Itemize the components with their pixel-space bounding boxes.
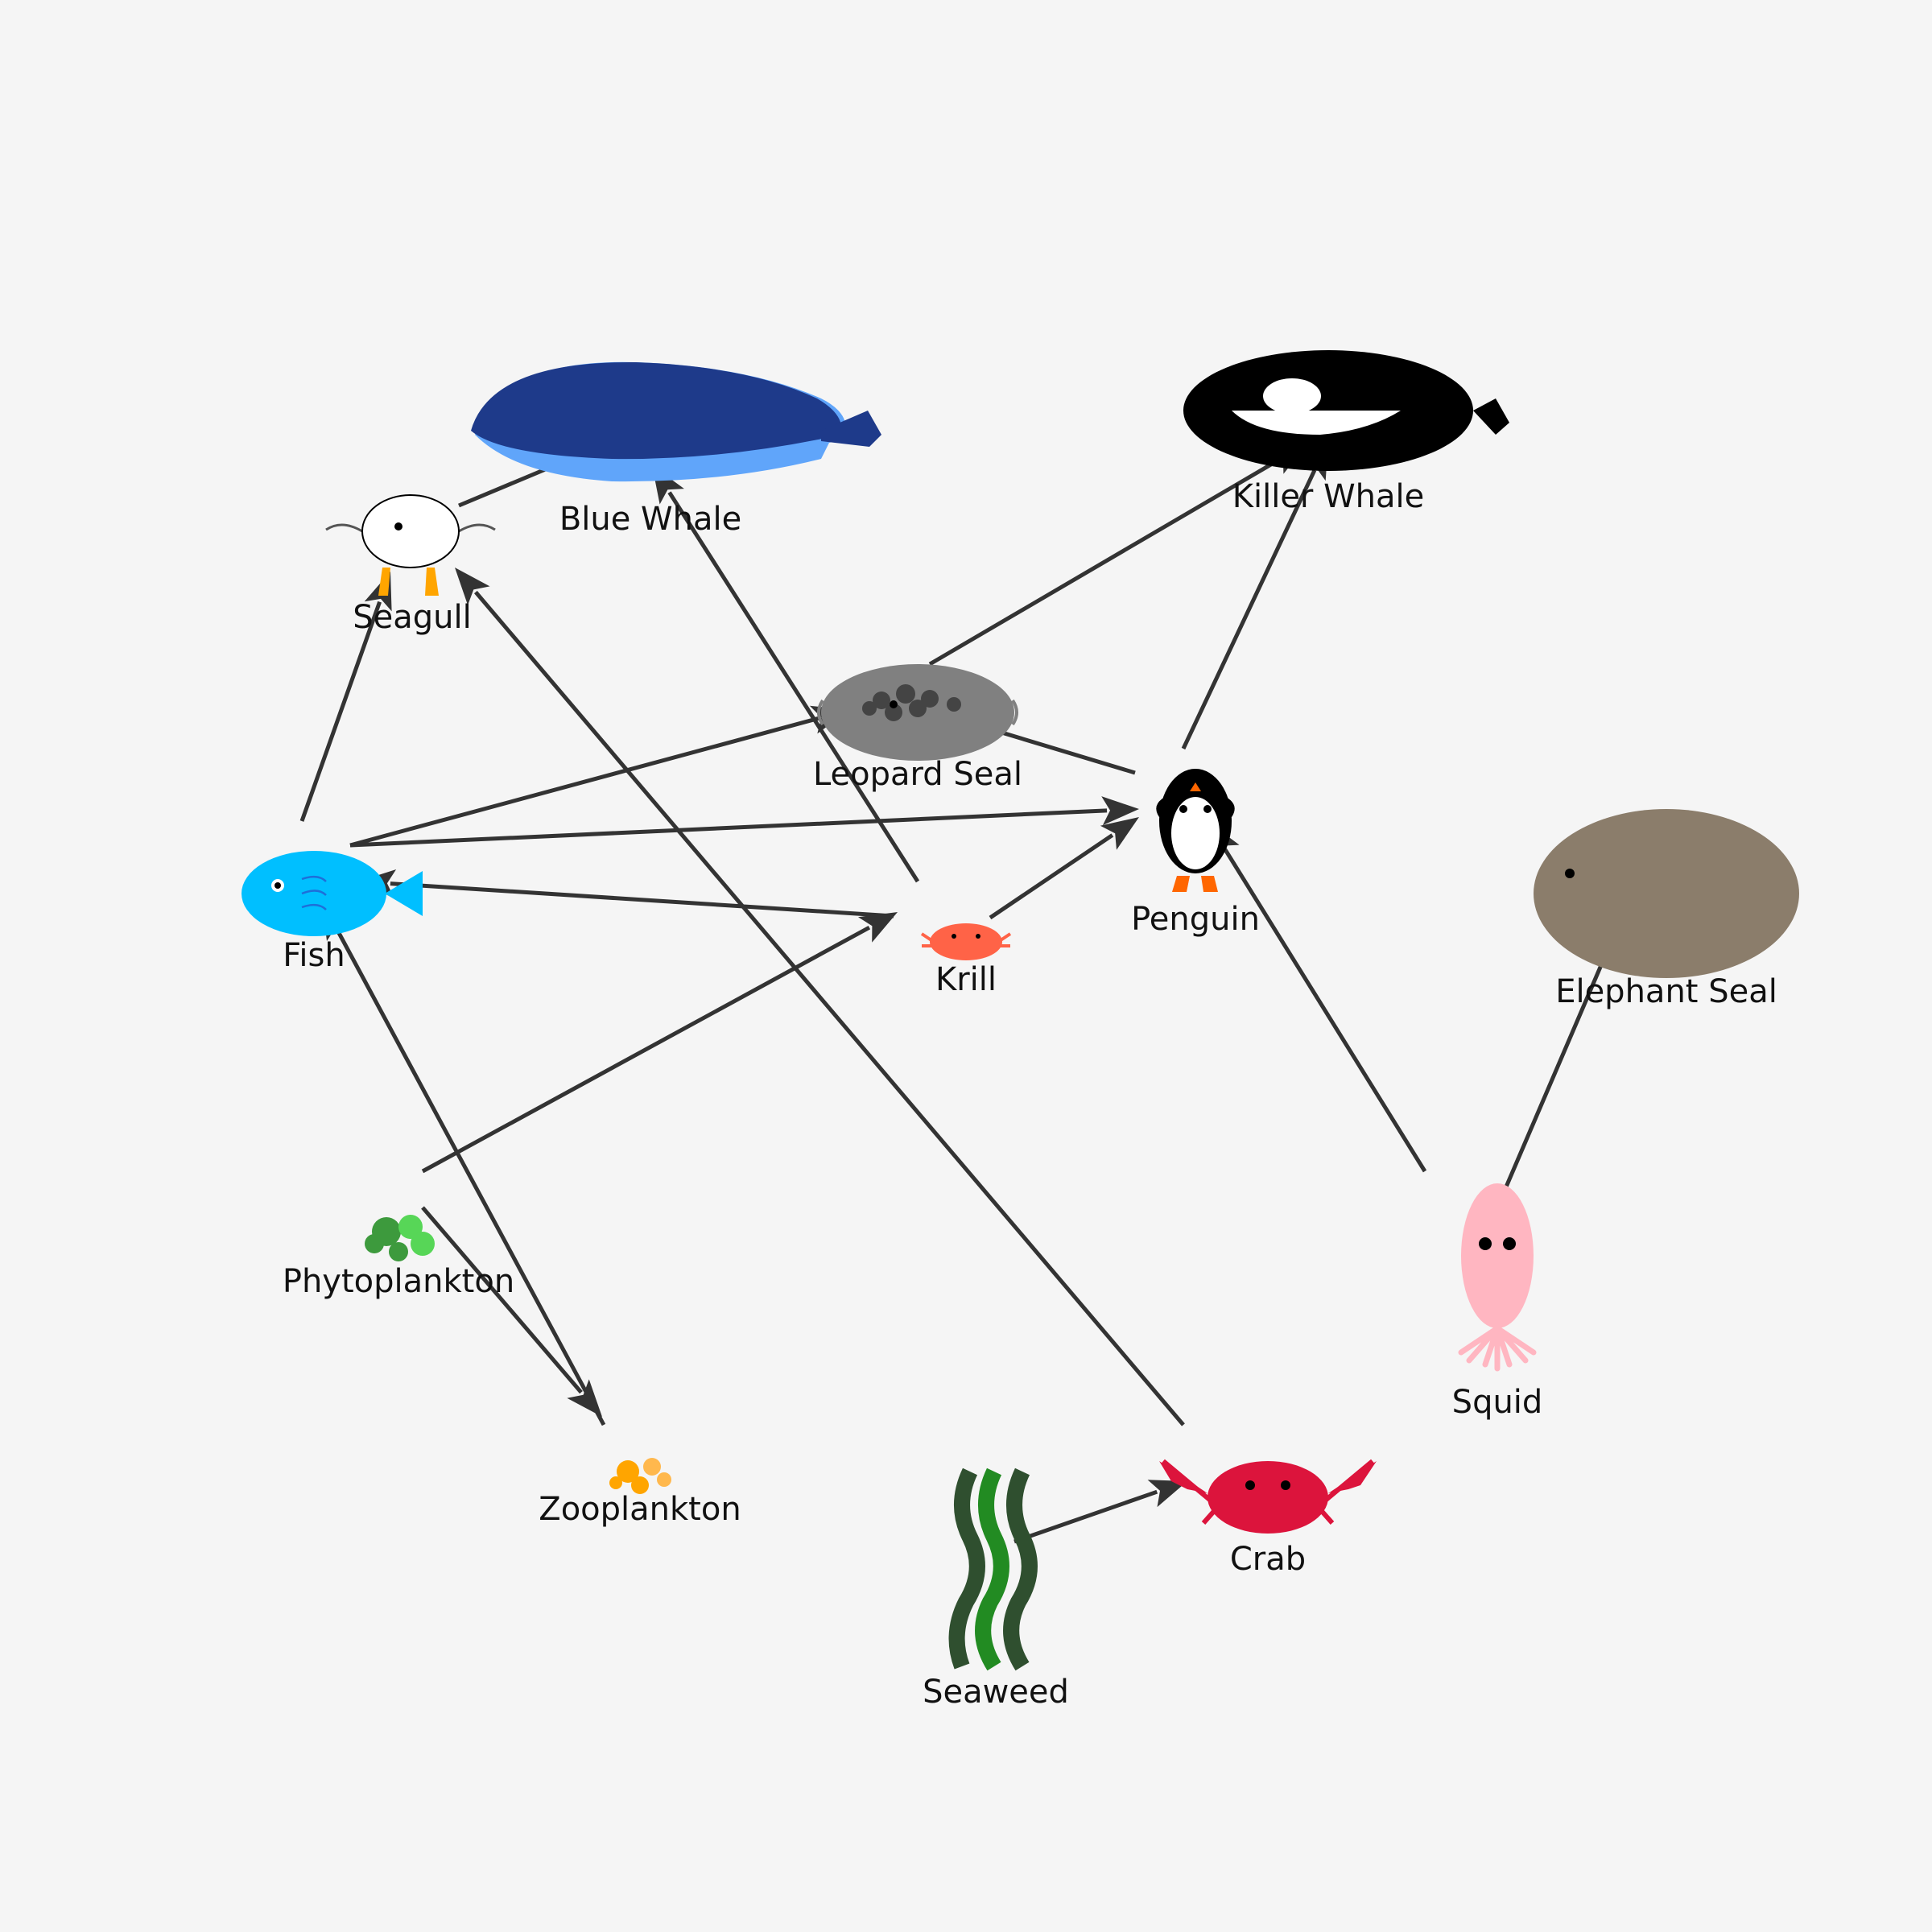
penguin-label: Penguin [1131, 901, 1260, 938]
krill-node: Krill [920, 923, 1012, 998]
arrow-shaft [421, 925, 871, 1174]
seagull-label: Seagull [353, 599, 471, 636]
fish-icon [242, 851, 423, 936]
leopard-seal-label: Leopard Seal [813, 756, 1022, 793]
fish-label: Fish [283, 937, 345, 974]
blue-whale-label: Blue Whale [559, 501, 741, 538]
arrow-shaft [989, 833, 1114, 920]
arrow-crab-to-seagull [455, 568, 1185, 1426]
krill-label: Krill [935, 961, 997, 998]
arrow-shaft [1495, 954, 1608, 1208]
arrow-head [1101, 796, 1139, 826]
arrow-head [1147, 1480, 1187, 1508]
arrow-head [1100, 817, 1139, 850]
arrow-shaft [349, 716, 819, 848]
arrow-shaft [928, 457, 1282, 667]
arrow-phytoplankton-to-krill [421, 912, 898, 1174]
squid-node: Squid [1452, 1183, 1543, 1421]
zooplankton-icon [609, 1458, 671, 1494]
phytoplankton-node: Phytoplankton [283, 1215, 514, 1300]
seagull-icon [325, 494, 496, 596]
blue-whale-icon [471, 361, 881, 482]
penguin-icon [1156, 769, 1235, 892]
crab-icon [1159, 1459, 1377, 1534]
phytoplankton-label: Phytoplankton [283, 1263, 514, 1300]
arrow-shaft [1181, 469, 1317, 750]
arrow-head [858, 912, 898, 943]
fish-node: Fish [242, 851, 423, 974]
arrow-krill-to-penguin [989, 817, 1139, 920]
zooplankton-label: Zooplankton [539, 1491, 741, 1528]
seaweed-icon [948, 1468, 1038, 1671]
arrow-shaft [473, 590, 1185, 1426]
crab-node: Crab [1159, 1459, 1377, 1578]
elephant-seal-icon [1534, 809, 1799, 978]
leopard-seal-node: Leopard Seal [813, 664, 1022, 793]
arrow-shaft [1222, 847, 1427, 1173]
arrow-head [567, 1379, 602, 1417]
elephant-seal-node: Elephant Seal [1534, 809, 1799, 1010]
arrow-phytoplankton-to-zooplankton [421, 1206, 602, 1417]
krill-icon [920, 923, 1012, 960]
arrow-shaft [335, 929, 606, 1426]
arrow-shaft [667, 491, 920, 883]
penguin-node: Penguin [1131, 769, 1260, 938]
leopard-seal-icon [817, 664, 1018, 761]
arrow-seaweed-to-crab [1013, 1480, 1187, 1544]
arrow-shaft [390, 881, 894, 919]
arrow-head [455, 568, 490, 605]
arrow-shaft [349, 808, 1108, 848]
seaweed-node: Seaweed [923, 1468, 1069, 1711]
arrow-shaft [421, 1206, 583, 1394]
crab-label: Crab [1230, 1541, 1306, 1578]
squid-icon [1458, 1183, 1537, 1372]
elephant-seal-label: Elephant Seal [1555, 973, 1777, 1010]
zooplankton-node: Zooplankton [539, 1458, 741, 1528]
blue-whale-node: Blue Whale [471, 361, 881, 538]
seaweed-label: Seaweed [923, 1674, 1069, 1711]
killer-whale-label: Killer Whale [1232, 478, 1424, 515]
seagull-node: Seagull [325, 494, 496, 636]
killer-whale-node: Killer Whale [1183, 350, 1509, 515]
killer-whale-icon [1183, 350, 1509, 471]
arrow-shaft [299, 601, 382, 822]
arrow-fish-to-penguin [349, 796, 1139, 848]
phytoplankton-icon [365, 1215, 435, 1261]
squid-label: Squid [1452, 1384, 1543, 1421]
arrow-shaft [1013, 1489, 1158, 1544]
